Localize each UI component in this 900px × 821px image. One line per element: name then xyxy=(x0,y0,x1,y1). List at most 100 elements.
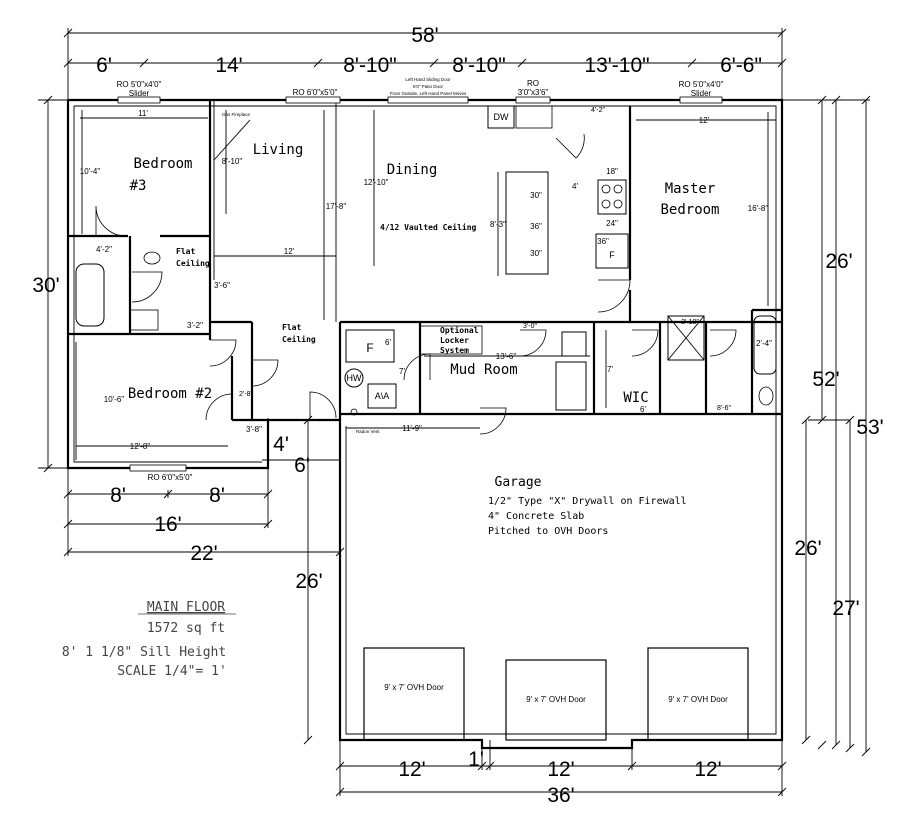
hw-label: HW xyxy=(347,373,362,383)
callout-gas-fireplace: Gas Fireplace xyxy=(222,112,251,117)
dim-garage-front-1: 12' xyxy=(398,758,425,781)
ovh-door-3-label: 9' x 7' OVH Door xyxy=(668,695,728,704)
dim-bath-width: 3'-2" xyxy=(187,321,203,330)
callout-flat2-b: Ceiling xyxy=(282,334,316,344)
dim-mud-height: 7' xyxy=(399,367,405,376)
dim-cab-30: 30" xyxy=(530,191,542,200)
dim-master-height: 16'-8" xyxy=(748,204,769,213)
window-master xyxy=(679,96,723,104)
dim-hall-width: 11'-9" xyxy=(402,424,422,433)
dim-dining-height: 12'-10" xyxy=(364,178,389,187)
window-patio xyxy=(387,96,469,104)
window-patio-line3: From Outside, Left Hand Panel Moves xyxy=(390,91,467,96)
window-bed2 xyxy=(129,464,187,472)
dim-right-52: 52' xyxy=(812,368,839,391)
dim-right-garage-26: 26' xyxy=(794,537,821,560)
title-block: MAIN FLOOR 1572 sq ft 8' 1 1/8" Sill Hei… xyxy=(62,600,236,679)
garage-note-pitch: Pitched to OVH Doors xyxy=(488,526,608,537)
aa-unit xyxy=(367,383,397,409)
room-mudroom: Mud Room xyxy=(450,362,517,378)
dim-garage-left-26: 26' xyxy=(295,570,322,593)
dim-closet-width: 4'-2" xyxy=(96,245,112,254)
ovh-door-1 xyxy=(363,647,465,741)
dim-misc-2-8: 2'-8" xyxy=(239,391,253,398)
dim-kitchen-height: 8'-3" xyxy=(490,220,506,229)
window-patio-line1: Left Hand Sliding Door xyxy=(405,77,451,82)
dim-small-4: 4' xyxy=(273,433,289,456)
dim-right-garage-27: 27' xyxy=(832,597,859,620)
window-ro-label: RO xyxy=(527,79,539,88)
title-area: 1572 sq ft xyxy=(147,621,225,636)
dim-top-seg-5: 13'-10" xyxy=(584,54,649,77)
dim-misc-4-2: 4'-2" xyxy=(591,107,605,114)
dim-bottom-16: 16' xyxy=(154,513,181,536)
window-master-label: RO 5'0"x4'0" xyxy=(679,80,724,89)
aa-label: A\A xyxy=(375,391,390,401)
callout-locker-2: Locker xyxy=(440,336,469,345)
dim-top-seg-4: 8'-10" xyxy=(452,54,506,77)
dim-garage-front-3: 12' xyxy=(547,758,574,781)
title-main-floor: MAIN FLOOR xyxy=(147,600,225,615)
dim-left-height: 30' xyxy=(32,274,59,297)
dim-garage-total: 36' xyxy=(547,784,574,807)
shower xyxy=(667,315,705,361)
dim-bottom-8b: 8' xyxy=(209,484,225,507)
dim-garage-front-4: 12' xyxy=(694,758,721,781)
room-bedroom2: Bedroom #2 xyxy=(128,386,212,402)
dim-bed3-width: 11' xyxy=(138,109,148,118)
fridge xyxy=(595,233,629,269)
windows: RO 5'0"x4'0" Slider RO 6'0"x5'0" Left Ha… xyxy=(117,77,724,482)
dim-misc-3-6: 3'-6" xyxy=(214,281,230,290)
ovh-door-1-label: 9' x 7' OVH Door xyxy=(384,683,444,692)
dim-master-width: 12' xyxy=(699,116,710,125)
callout-flat1-a: Flat xyxy=(176,247,195,256)
top-dimensions: 58' 6' 14' 8'-10" 8'-10" 13'-10" 6'-6" xyxy=(63,24,787,100)
interior-walls xyxy=(68,100,782,422)
furnace-box xyxy=(345,329,395,363)
ovh-door-2-label: 9' x 7' OVH Door xyxy=(526,695,586,704)
dim-garage-front-2: 1' xyxy=(468,748,484,771)
garage-bottom-dimensions: 12' 1' 12' 12' 36' xyxy=(335,740,787,807)
hw-tank xyxy=(344,368,364,388)
callout-radon: Radon Vent xyxy=(356,429,380,434)
dryer xyxy=(555,361,587,411)
window-bed3-label: RO 5'0"x4'0" xyxy=(117,80,162,89)
dim-top-total: 58' xyxy=(411,24,438,47)
callout-flat1-b: Ceiling xyxy=(176,258,210,268)
dishwasher xyxy=(487,105,515,129)
dim-living-tall: 17'-8" xyxy=(326,202,347,211)
fridge-label: F xyxy=(609,250,615,260)
callout-vaulted: 4/12 Vaulted Ceiling xyxy=(380,222,477,232)
dim-cab-36b: 36" xyxy=(597,237,609,246)
callouts: 4/12 Vaulted Ceiling Flat Ceiling Flat C… xyxy=(176,112,483,434)
dim-right-53: 53' xyxy=(856,416,883,439)
radon-vent xyxy=(350,408,358,416)
fixtures: F HW A\A DW F xyxy=(75,105,777,416)
kitchen-sink xyxy=(515,105,553,129)
dim-top-seg-1: 6' xyxy=(96,54,112,77)
room-wic: WIC xyxy=(623,390,648,406)
overhead-doors: 9' x 7' OVH Door 9' x 7' OVH Door 9' x 7… xyxy=(363,647,749,741)
window-bed3 xyxy=(117,96,161,104)
door-swings xyxy=(95,133,737,435)
dishwasher-label: DW xyxy=(494,112,509,122)
room-labels: Bedroom #3 Living Dining Master Bedroom … xyxy=(128,142,720,490)
right-dimensions: 26' 52' 53' 26' 27' xyxy=(782,95,884,757)
dim-misc-8-6: 8'-6" xyxy=(717,405,731,412)
window-living-label: RO 6'0"x5'0" xyxy=(293,88,338,97)
dim-laundry-width: 6' xyxy=(385,338,391,347)
title-sill: 8' 1 1/8" Sill Height xyxy=(62,645,226,660)
window-ro-size: 3'0"x3'6" xyxy=(518,88,549,97)
garage-note-slab: 4" Concrete Slab xyxy=(488,511,584,522)
garage-left-dimension: 26' xyxy=(295,415,323,745)
dim-misc-60: 2'-4" xyxy=(756,339,772,348)
window-master-type: Slider xyxy=(691,89,712,98)
room-dimensions: 11' 10'-4" 8'-10" 12' 17'-8" 12'-10" 8'-… xyxy=(75,107,776,460)
dim-living-height: 8'-10" xyxy=(222,157,243,166)
bathtub xyxy=(75,263,105,327)
toilet-bath xyxy=(143,251,161,265)
dim-misc-3-8: 3'-8" xyxy=(246,425,262,434)
dim-bed2-width: 12'-8" xyxy=(130,442,151,451)
dim-mud-width: 13'-6" xyxy=(496,352,517,361)
dim-misc-3-0: 3'-0" xyxy=(523,323,537,330)
